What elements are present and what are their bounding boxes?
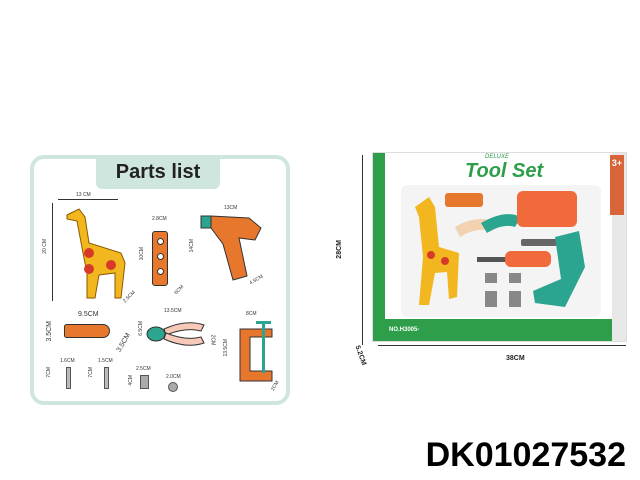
dim-label: 13CM — [224, 205, 238, 211]
dim-label: 6CM — [173, 284, 186, 296]
nut-part-image — [168, 382, 178, 392]
parts-list-title: Parts list — [96, 157, 220, 189]
clamp-part-image — [239, 321, 273, 382]
dimension-line — [378, 345, 626, 346]
screwdriver-part-image — [64, 324, 110, 338]
sku-code: DK01027532 — [425, 436, 626, 474]
bolt-part-image — [140, 375, 149, 389]
package-width-label: 38CM — [506, 355, 525, 362]
dim-label: 14CM — [189, 239, 195, 253]
package-height-label: 28CM — [336, 240, 343, 259]
dim-label: 2.0CM — [166, 374, 181, 380]
giraffe-part-image — [66, 208, 126, 299]
dim-label: 3.5CM — [46, 321, 53, 342]
dim-label: 7CM — [46, 367, 52, 378]
dim-label: 10CM — [139, 247, 145, 261]
parts-list-panel: Parts list 13 CM 20 CM 2.5CM 2.8CM 10CM … — [30, 155, 290, 405]
box-title: Tool Set — [465, 160, 544, 182]
drill-part-image — [200, 215, 262, 281]
box-subtitle: DELUXE — [485, 154, 510, 160]
dim-label: 1.5CM — [98, 358, 113, 364]
pliers-part-image — [146, 322, 205, 346]
dim-label: 2.8CM — [152, 216, 167, 222]
dim-label: 13 CM — [76, 192, 91, 198]
dimension-line — [58, 199, 118, 200]
dim-label: 3.5CM — [115, 332, 133, 354]
model-number: NO.H3005- — [389, 327, 420, 333]
product-box-image: 3+ DELUXE Tool Set NO.H3005- — [372, 152, 627, 342]
dim-label: 7CM — [88, 367, 94, 378]
bit-part-image — [66, 367, 71, 389]
dim-label: 9.5CM — [78, 311, 99, 318]
age-badge: 3+ — [610, 155, 624, 215]
dim-label: 2.5CM — [136, 366, 151, 372]
package-depth-label: 5.2CM — [353, 344, 368, 367]
bit-part-image — [104, 367, 109, 389]
dimension-line — [52, 203, 53, 301]
dimension-line — [362, 155, 363, 345]
toy-contents-image — [415, 191, 585, 307]
dim-label: 13.5CM — [164, 308, 182, 314]
dim-label: 2CM — [209, 334, 216, 346]
dim-label: 6.5CM — [138, 321, 144, 336]
dim-label: 4CM — [128, 375, 134, 386]
dim-label: 20 CM — [42, 239, 48, 254]
beam-part-image — [152, 231, 168, 286]
dim-label: 1.6CM — [60, 358, 75, 364]
dim-label: 13.5CM — [223, 339, 229, 357]
dim-label: 8CM — [246, 311, 257, 317]
